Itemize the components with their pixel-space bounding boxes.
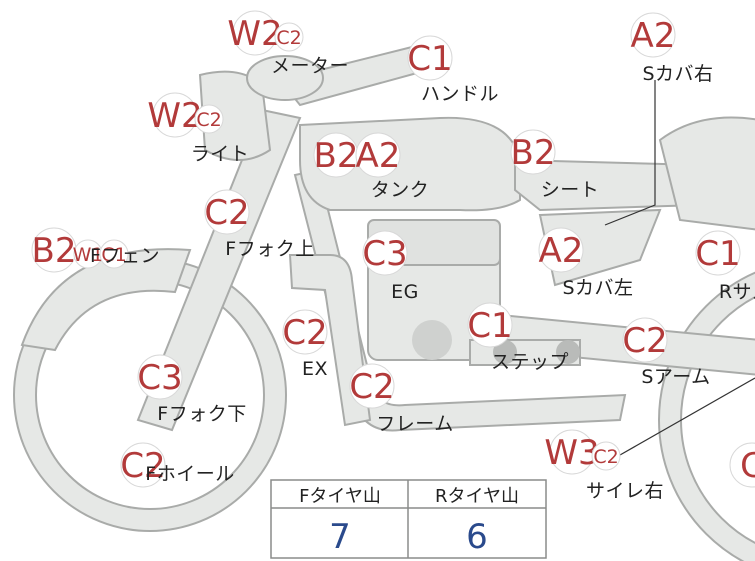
grade-text: C2 <box>120 446 165 486</box>
grade-text: C2 <box>622 321 667 361</box>
grade-badge <box>349 363 395 409</box>
tire-table: Fタイヤ山 Rタイヤ山 7 6 <box>270 479 547 559</box>
part-seat: B2 シート <box>510 129 600 201</box>
part-label: Fホイール <box>145 463 234 485</box>
part-label: Sアーム <box>641 366 710 388</box>
part-label: Sカバ右 <box>642 63 713 85</box>
grade-text: B2 <box>32 231 77 271</box>
grade-badge <box>137 354 183 400</box>
grade-badge <box>362 230 408 276</box>
grade-text: A2 <box>356 136 401 176</box>
grade-text: C1 <box>467 306 512 346</box>
grade-text: W2 <box>147 96 202 136</box>
part-label: シート <box>541 179 600 201</box>
grade-badge <box>591 441 621 471</box>
rear-tire-value: 6 <box>466 517 488 557</box>
grade-text: C1 <box>407 39 452 79</box>
rear-fender-shape <box>658 116 755 231</box>
grade-text: C3 <box>137 358 182 398</box>
headlight-shape <box>198 70 272 161</box>
part-label: Rサス <box>719 281 755 303</box>
part-handle: C1 ハンドル <box>407 35 499 105</box>
grade-text: W3 <box>544 433 599 473</box>
grade-badge <box>630 12 676 58</box>
front-tire-value: 7 <box>329 517 351 557</box>
grade-text: C2 <box>204 193 249 233</box>
grade-text: W2 <box>227 14 282 54</box>
part-label: ライト <box>191 143 250 165</box>
part-label: ハンドル <box>421 83 499 105</box>
part-label: ステップ <box>491 351 569 373</box>
grade-badge <box>99 239 129 269</box>
grade-text: C2 <box>196 109 221 131</box>
grade-text: C2 <box>593 446 618 468</box>
grade-text: B2 <box>314 136 359 176</box>
grade-text: B2 <box>511 133 556 173</box>
part-label: Sカバ左 <box>562 277 633 299</box>
part-rwheel: C <box>729 442 755 488</box>
grade-text: C2 <box>282 313 327 353</box>
leader-line-silencer <box>619 377 755 456</box>
part-label: EG <box>391 281 419 303</box>
grade-text: C <box>740 446 755 486</box>
part-label: サイレ右 <box>586 480 664 502</box>
part-label: Fフェン <box>90 245 160 267</box>
grade-text: C2 <box>349 367 394 407</box>
leader-line-scover <box>604 80 656 226</box>
tank-shape <box>299 116 521 212</box>
grade-badge <box>467 302 513 348</box>
grade-badge <box>355 132 401 178</box>
part-label: Fフォク下 <box>157 403 246 425</box>
grade-badge <box>729 442 755 488</box>
part-frame: C2 フレーム <box>349 363 453 435</box>
grade-badge <box>282 309 328 355</box>
grade-badge <box>622 317 668 363</box>
part-step: C1 ステップ <box>467 302 569 373</box>
part-label: タンク <box>371 179 430 201</box>
grade-badge <box>407 35 453 81</box>
grade-badge <box>538 227 584 273</box>
grade-text: C1 <box>695 234 740 274</box>
part-label: Fフォク上 <box>225 238 314 260</box>
grade-badge <box>194 104 224 134</box>
grade-badge <box>510 129 556 175</box>
grade-text: C3 <box>362 234 407 274</box>
front-fork-shape <box>136 108 302 432</box>
grade-badge <box>695 230 741 276</box>
rear-tire-label: Rタイヤ山 <box>435 486 519 507</box>
grade-text: C2 <box>276 27 301 49</box>
grade-badge <box>204 189 250 235</box>
front-tire-label: Fタイヤ山 <box>299 486 381 507</box>
grade-badge <box>274 22 304 52</box>
front-fender-shape <box>20 248 192 352</box>
grade-badge <box>120 442 166 488</box>
grade-text: W1 <box>73 244 104 266</box>
part-label: フレーム <box>376 413 453 435</box>
grade-text: A2 <box>539 231 584 271</box>
grade-text: C1 <box>101 244 126 266</box>
part-label: メーター <box>271 55 349 77</box>
part-rsus: C1Rサス <box>695 230 755 303</box>
grade-text: A2 <box>631 16 676 56</box>
part-label: EX <box>302 358 328 380</box>
meter-shape <box>246 55 324 101</box>
